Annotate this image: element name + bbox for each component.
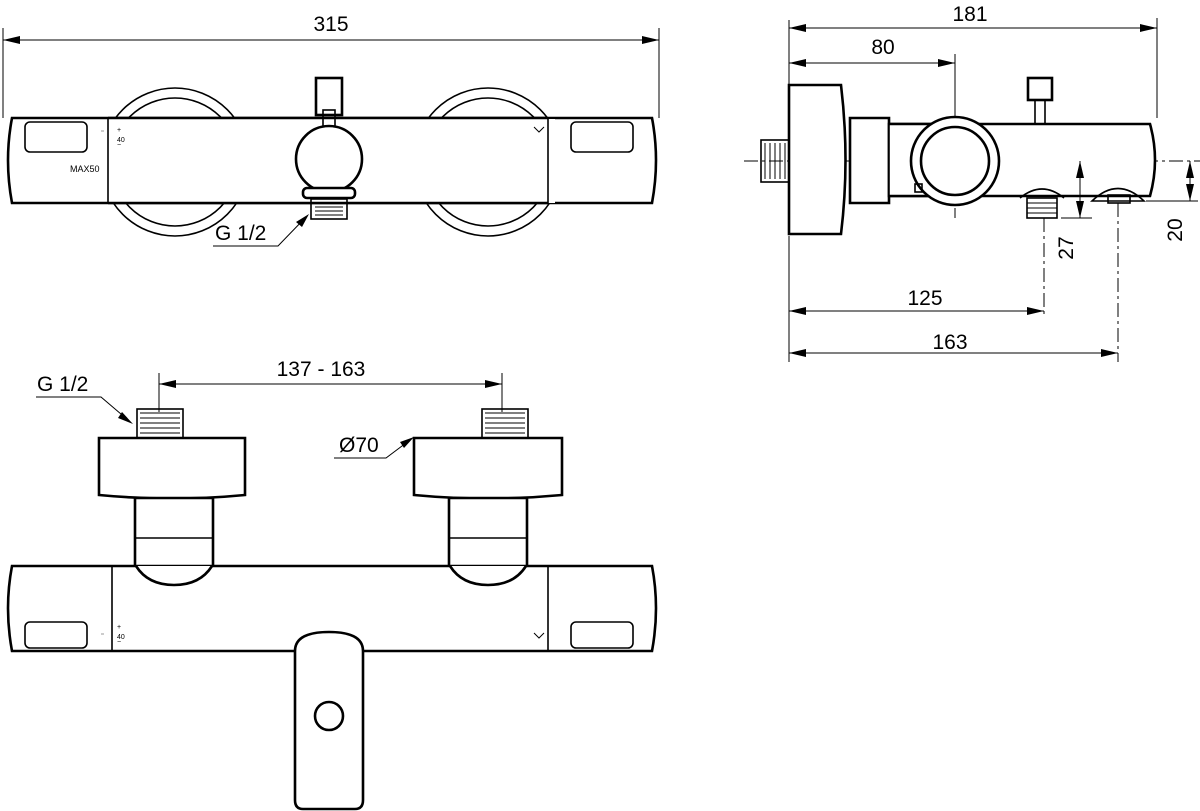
diverter-knob [294,124,364,194]
right-knob-window [570,121,634,153]
top-body [6,564,658,653]
flange-diameter-callout: Ø70 [339,434,379,457]
dim-125: 125 [788,236,1044,362]
dim-163: 163 [789,331,1118,357]
front-view: 315 MAX50 + 40 − [2,13,660,247]
dim-137-163: 137 - 163 [158,358,503,412]
side-view: 181 80 [744,3,1200,362]
bottom-thread-leader [36,396,129,421]
dim-181: 181 [788,3,1158,118]
bottom-scale-value: 40 [117,634,125,641]
dim-label-137-163: 137 - 163 [277,358,366,381]
left-inlet [97,408,247,587]
front-thread-leader [213,216,307,247]
dim-label-20: 20 [1164,218,1187,241]
side-inlet-thread [760,139,790,183]
dim-label-181: 181 [952,3,987,26]
side-shower-outlet [1090,187,1146,202]
dim-label-80: 80 [871,36,894,59]
bottom-thread-callout: G 1/2 [37,373,88,396]
left-knob-window [24,121,88,153]
chevron-down-icon [533,126,545,133]
dim-label-163: 163 [932,331,967,354]
left-flange [97,436,247,500]
dim-80: 80 [789,36,956,120]
dim-27: 27 [1043,161,1092,318]
diverter-stem [314,76,344,117]
max-temp-label: MAX50 [70,164,100,174]
flange-diameter-leader [334,439,411,459]
top-view: 137 - 163 G 1/2 Ø70 [6,358,658,811]
dim-label-27: 27 [1055,236,1078,259]
bottom-scale-minus: − [117,639,121,646]
dim-label-125: 125 [907,287,942,310]
spout-diverter [313,700,345,732]
dim-20: 20 [1117,161,1198,362]
side-wall-flange [787,83,847,236]
side-top-stem [1026,76,1054,102]
bottom-left-knob-window [24,621,88,649]
bottom-chevron-down-icon [533,632,545,639]
dim-315: 315 [2,13,660,118]
bottom-scale-plus: + [117,624,121,631]
dim-label-315: 315 [313,13,348,36]
scale-value: 40 [117,137,125,144]
scale-minus: − [117,142,121,149]
bottom-right-knob-window [570,621,634,649]
right-inlet [412,408,564,587]
right-flange [412,436,564,500]
front-thread-outlet [310,198,348,220]
front-thread-callout: G 1/2 [215,222,266,245]
scale-plus: + [117,127,121,134]
